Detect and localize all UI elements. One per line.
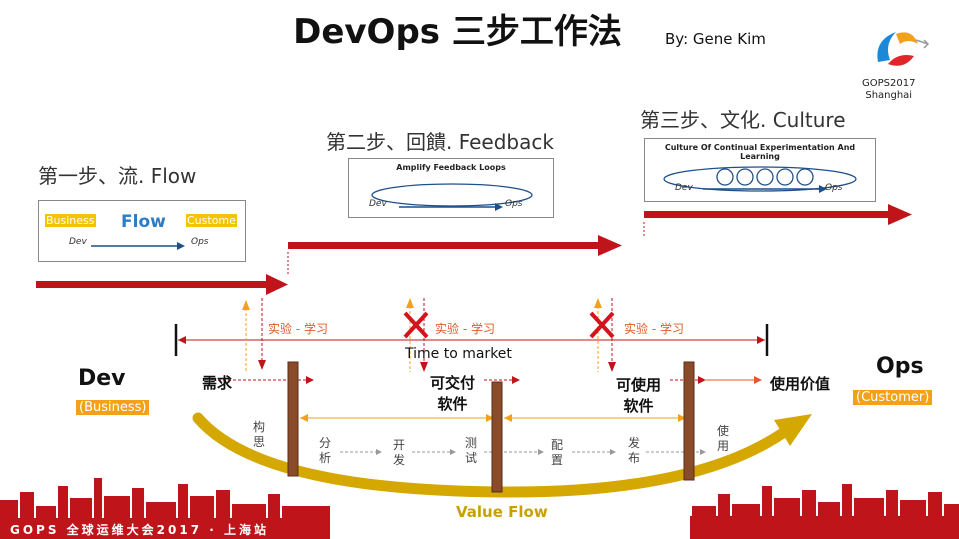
logo-line1: GOPS2017	[862, 78, 916, 89]
culture-panel: Culture Of Continual Experimentation And…	[644, 138, 876, 202]
activity-test: 测试	[464, 436, 477, 465]
activity-analyze: 分析	[318, 436, 331, 465]
page-title: DevOps 三步工作法	[293, 12, 622, 52]
value-flow-label: Value Flow	[456, 503, 548, 521]
culture-heading: Culture Of Continual Experimentation And…	[664, 143, 856, 161]
customer-tag: Custome	[186, 214, 237, 227]
step2-label: 第二步、回饋. Feedback	[326, 130, 554, 154]
stage-usable: 可使用 软件	[616, 374, 661, 416]
culture-dev: Dev	[675, 183, 693, 193]
flow-panel: Business Flow Custome Dev Ops	[38, 200, 246, 262]
ops-customer-badge: (Customer)	[853, 390, 933, 405]
stage-usable-line1: 可使用	[616, 376, 662, 394]
stage-deliverable-line2: 软件	[437, 395, 468, 413]
flow-ops: Ops	[191, 237, 209, 247]
activity-ideate: 构思	[252, 420, 265, 449]
step3-arrow	[644, 204, 912, 225]
activity-use: 使用	[716, 424, 729, 453]
blocked-x-icon-2	[589, 311, 615, 339]
feedback-panel: Amplify Feedback Loops Dev Ops	[348, 158, 554, 218]
time-to-market-label: Time to market	[405, 346, 512, 362]
step1-label: 第一步、流. Flow	[38, 164, 197, 188]
dev-business-badge: (Business)	[76, 400, 150, 415]
business-tag: Business	[45, 214, 96, 227]
activity-release: 发布	[627, 436, 640, 465]
dev-label: Dev	[78, 366, 126, 391]
stage-need: 需求	[202, 374, 233, 392]
stage-value: 使用价值	[770, 375, 831, 393]
experiment-label-1: 实验 - 学习	[268, 322, 328, 336]
feedback-ops: Ops	[505, 199, 523, 209]
footer-event-name: GOPS 全球运维大会2017 · 上海站	[10, 523, 269, 537]
skyline	[0, 478, 959, 539]
step2-arrow	[288, 235, 622, 256]
stage-deliverable: 可交付 软件	[430, 372, 475, 414]
feedback-heading: Amplify Feedback Loops	[396, 163, 506, 172]
flow-dev: Dev	[69, 237, 87, 247]
flow-word: Flow	[121, 212, 166, 232]
stage-usable-line2: 软件	[623, 397, 654, 415]
culture-loops-icon	[663, 166, 857, 193]
stage-deliverable-line1: 可交付	[430, 374, 476, 392]
step1-arrow	[36, 274, 288, 295]
ops-label: Ops	[876, 354, 924, 379]
flow-arrow-icon	[91, 242, 185, 250]
logo-text: GOPS2017 Shanghai	[862, 78, 915, 102]
feedback-loop-icon	[371, 183, 533, 211]
activity-configure: 配置	[550, 438, 563, 467]
experiment-label-3: 实验 - 学习	[624, 322, 684, 336]
blocked-x-icon-1	[403, 311, 429, 339]
feedback-dev: Dev	[369, 199, 387, 209]
byline: By: Gene Kim	[665, 30, 766, 48]
experiment-label-2: 实验 - 学习	[435, 322, 495, 336]
gops-logo-icon	[877, 32, 930, 66]
activity-develop: 开发	[392, 438, 405, 467]
logo-line2: Shanghai	[865, 90, 913, 101]
step3-label: 第三步、文化. Culture	[640, 108, 846, 132]
culture-ops: Ops	[825, 183, 843, 193]
